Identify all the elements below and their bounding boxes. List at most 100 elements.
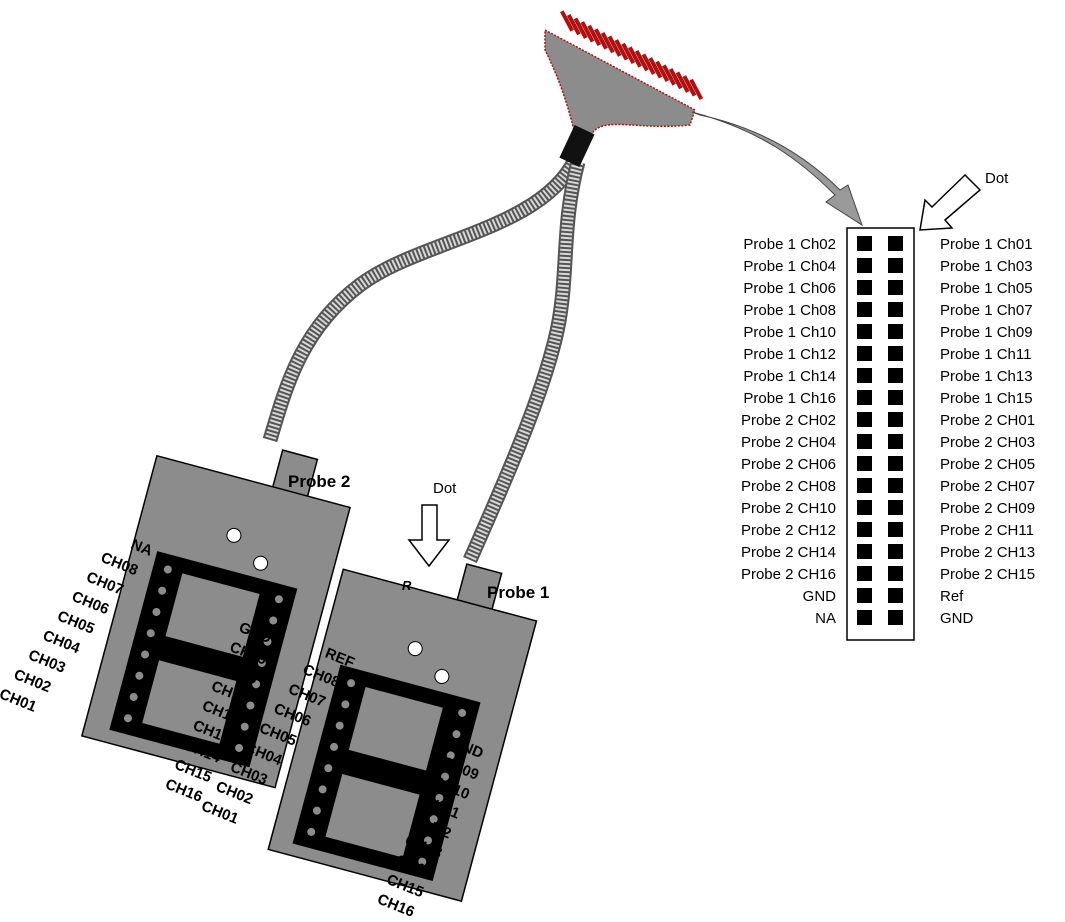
- pinout-left-label: Probe 2 CH16: [741, 566, 836, 583]
- header-pin: [857, 544, 872, 559]
- probe-1-hole: [407, 641, 423, 657]
- header-pin: [888, 258, 903, 273]
- pinout-left-label: Probe 2 CH08: [741, 478, 836, 495]
- header-pin: [857, 588, 872, 603]
- connector-pin: [621, 42, 636, 65]
- header-pin: [888, 522, 903, 537]
- pinout-right-label: Ref: [940, 588, 964, 605]
- socket-pin: [152, 607, 161, 616]
- socket-pin: [347, 679, 356, 688]
- header-pin: [888, 478, 903, 493]
- socket-pin: [458, 708, 467, 717]
- header-pin: [888, 588, 903, 603]
- probe-2-name: Probe 2: [288, 472, 350, 491]
- pinout-left-label: NA: [815, 610, 836, 627]
- socket-pin: [123, 714, 132, 723]
- connector-pin: [675, 71, 690, 93]
- connector-pin: [614, 39, 629, 61]
- header-pin: [888, 500, 903, 515]
- pinout-right-label: Probe 2 CH11: [940, 522, 1034, 539]
- connector-collar: [559, 125, 595, 167]
- connector-pin: [662, 64, 676, 86]
- pinout-right-label: Probe 2 CH05: [940, 456, 1035, 473]
- socket-pin: [141, 650, 150, 659]
- socket-pin: [418, 857, 427, 866]
- header-pin: [857, 566, 872, 581]
- header-pointer-arrow: [691, 111, 863, 227]
- connector-pin: [600, 31, 615, 54]
- connector-pin: [641, 53, 656, 75]
- pinout-pins: [857, 236, 903, 625]
- header-pin: [888, 390, 903, 405]
- socket-pin: [269, 616, 278, 625]
- socket-pin: [441, 772, 450, 781]
- header-pin: [857, 346, 872, 361]
- pinout-right-label: Probe 1 Ch03: [940, 258, 1033, 275]
- socket-pin: [335, 721, 344, 730]
- connector-pin: [587, 24, 602, 47]
- pinout-left-label: Probe 2 CH04: [741, 434, 836, 451]
- pinout-left-label: Probe 1 Ch02: [743, 236, 836, 253]
- probe-1: [267, 563, 538, 903]
- probe-2-left-label: NA: [128, 536, 155, 560]
- ribbon-cables: [262, 156, 586, 564]
- socket-pin: [263, 637, 272, 646]
- probe-1-dot-indicator: Dot: [407, 480, 457, 568]
- header-pin: [857, 280, 872, 295]
- socket-pin: [240, 722, 249, 731]
- socket-pin: [257, 658, 266, 667]
- socket-pin: [252, 680, 261, 689]
- pinout-right-label: Probe 2 CH15: [940, 566, 1035, 583]
- socket-pin: [446, 751, 455, 760]
- header-pin: [857, 456, 872, 471]
- header-pin: [857, 434, 872, 449]
- connector-pin: [628, 46, 642, 68]
- header-pin: [857, 302, 872, 317]
- pinout-right-label: Probe 1 Ch11: [940, 346, 1031, 363]
- header-pin: [888, 346, 903, 361]
- connector-pins: [560, 10, 704, 101]
- socket-pin: [146, 629, 155, 638]
- connector-pin: [607, 35, 622, 57]
- pinout-left-label: Probe 2 CH14: [741, 544, 836, 561]
- pinout-left-label: Probe 1 Ch12: [743, 346, 836, 363]
- dot-label: Dot: [433, 480, 457, 497]
- header-connector: [544, 10, 704, 167]
- header-pin: [888, 280, 903, 295]
- header-pin: [888, 544, 903, 559]
- probe-1-name: Probe 1: [487, 583, 549, 602]
- pinout-right-label: GND: [940, 610, 974, 627]
- socket-pin: [163, 565, 172, 574]
- header-pin: [888, 434, 903, 449]
- header-pin: [857, 522, 872, 537]
- probe-2: [80, 449, 352, 789]
- pinout-right-label: Probe 1 Ch09: [940, 324, 1033, 341]
- connector-pin: [573, 17, 588, 39]
- header-pin: [888, 610, 903, 625]
- connector-pin: [655, 60, 670, 83]
- pinout-left-label: Probe 1 Ch10: [743, 324, 836, 341]
- probe-2-hole: [253, 555, 269, 571]
- socket-pin: [307, 827, 316, 836]
- pinout-right-label: Probe 2 CH07: [940, 478, 1035, 495]
- pinout-right-label: Probe 2 CH09: [940, 500, 1035, 517]
- header-pin: [888, 302, 903, 317]
- connector-pin: [689, 78, 704, 101]
- header-dot-indicator: Dot: [919, 170, 1009, 231]
- socket-pin: [129, 692, 138, 701]
- connector-pin: [594, 28, 608, 50]
- connector-pin: [682, 75, 697, 97]
- pinout-right-label: Probe 2 CH03: [940, 434, 1035, 451]
- socket-pin: [423, 836, 432, 845]
- pinout-left-label: Probe 1 Ch06: [743, 280, 836, 297]
- pinout-right-label: Probe 1 Ch01: [940, 236, 1033, 253]
- socket-pin: [324, 764, 333, 773]
- connector-pin: [668, 67, 683, 90]
- hollow-down-arrow-icon: [407, 504, 451, 568]
- pinout-right-label: Probe 1 Ch13: [940, 368, 1033, 385]
- pinout-left-label: Probe 1 Ch16: [743, 390, 836, 407]
- connector-pin: [560, 10, 574, 32]
